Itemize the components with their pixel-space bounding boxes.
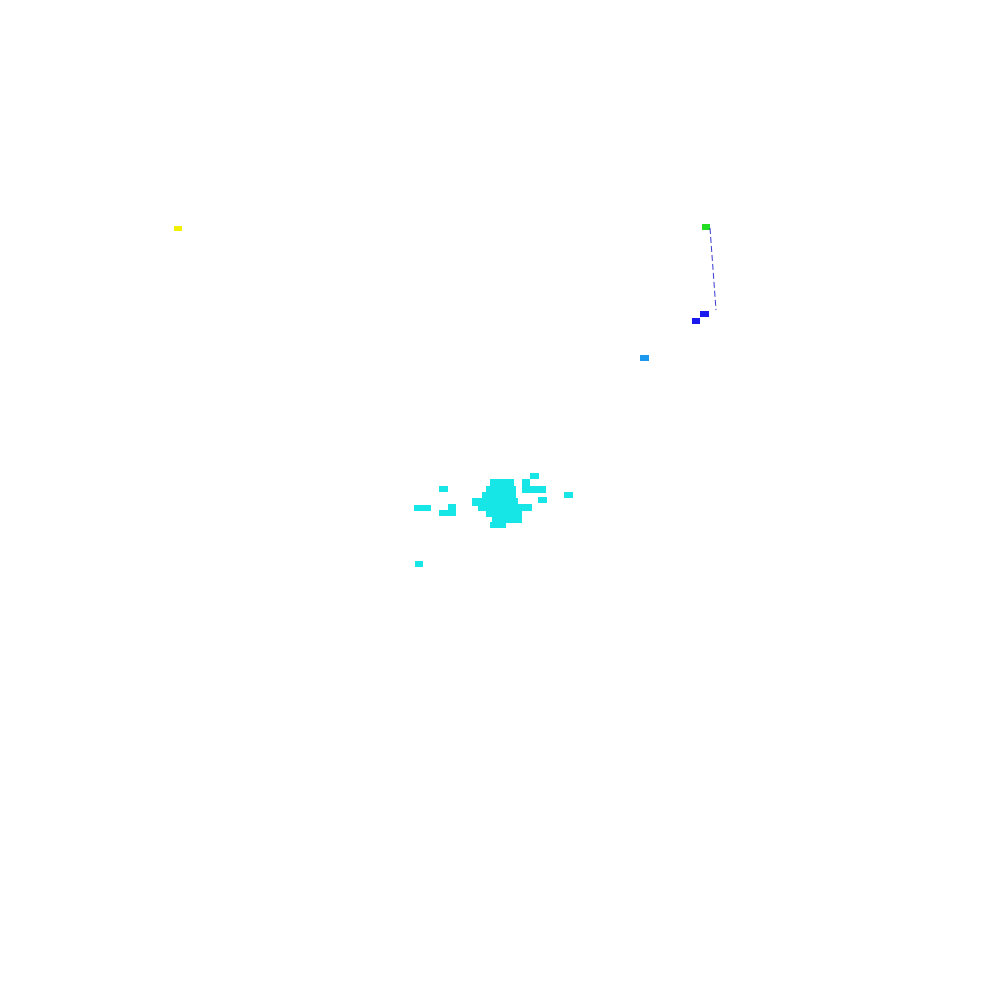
cyan-cluster bbox=[414, 505, 431, 511]
cyan-cluster bbox=[415, 561, 423, 567]
cyan-cluster bbox=[522, 479, 530, 486]
cyan-cluster bbox=[482, 492, 516, 500]
blue-marker bbox=[700, 311, 709, 317]
cyan-cluster bbox=[490, 522, 506, 528]
cyan-cluster bbox=[530, 473, 539, 479]
cyan-cluster bbox=[564, 492, 573, 498]
yellow-marker bbox=[174, 226, 182, 231]
cyan-cluster bbox=[478, 504, 532, 511]
cyan-cluster bbox=[522, 486, 546, 493]
green-marker bbox=[702, 224, 710, 230]
cyan-cluster bbox=[439, 510, 456, 516]
cyan-cluster bbox=[472, 498, 518, 506]
cyan-cluster bbox=[448, 504, 456, 511]
mid-blue-marker-group bbox=[640, 355, 649, 361]
blue-marker-group bbox=[692, 311, 709, 324]
cyan-cluster bbox=[439, 486, 448, 492]
cyan-cluster bbox=[490, 479, 514, 487]
cyan-cluster bbox=[492, 516, 522, 523]
mid-blue-marker bbox=[640, 355, 649, 361]
cyan-cluster bbox=[486, 510, 522, 517]
cyan-cluster bbox=[538, 497, 547, 503]
dashed-connector bbox=[709, 227, 717, 311]
green-marker-group bbox=[702, 224, 710, 230]
dashed-connector-group bbox=[709, 227, 717, 311]
blue-marker bbox=[692, 318, 700, 324]
cyan-cluster bbox=[486, 486, 516, 494]
cyan-cluster-group bbox=[414, 473, 573, 567]
yellow-marker-group bbox=[174, 226, 182, 231]
